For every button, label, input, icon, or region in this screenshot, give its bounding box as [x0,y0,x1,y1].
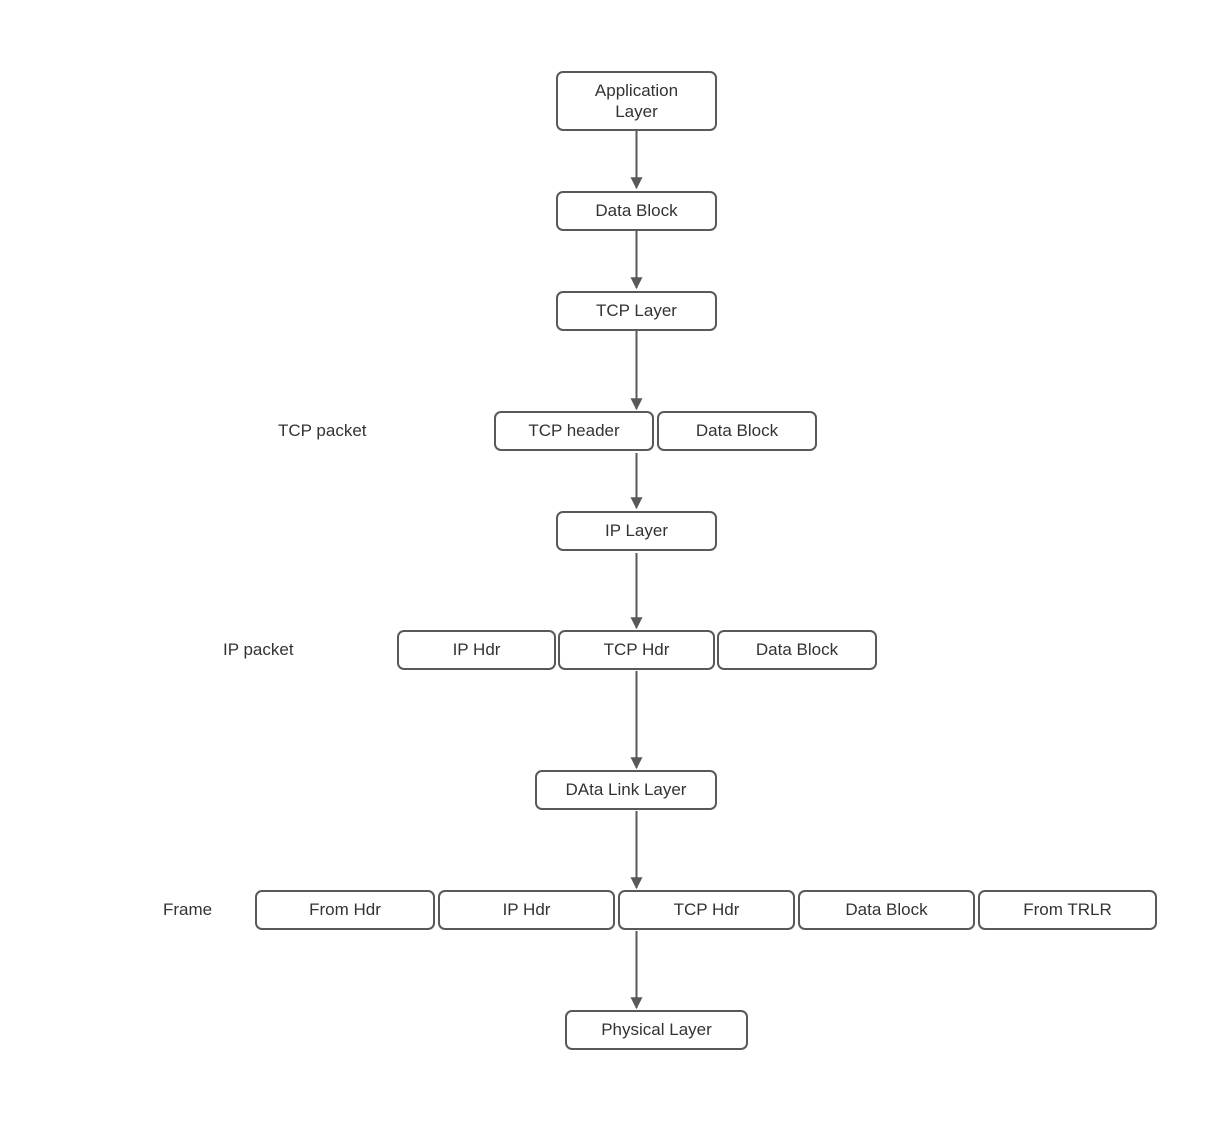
node-tcp-packet-data-block: Data Block [657,411,817,451]
node-tcp-layer: TCP Layer [556,291,717,331]
node-data-block: Data Block [556,191,717,231]
node-tcp-header: TCP header [494,411,654,451]
node-frame-from-trlr: From TRLR [978,890,1157,930]
node-frame-from-hdr: From Hdr [255,890,435,930]
row-label-ip-packet: IP packet [223,640,294,659]
node-frame-tcp-hdr: TCP Hdr [618,890,795,930]
node-frame-data-block: Data Block [798,890,975,930]
row-label-tcp-packet: TCP packet [278,421,367,440]
node-ip-layer: IP Layer [556,511,717,551]
node-ip-packet-data-block: Data Block [717,630,877,670]
row-label-frame: Frame [163,900,213,919]
node-physical-layer: Physical Layer [565,1010,748,1050]
node-frame-ip-hdr: IP Hdr [438,890,615,930]
node-application-layer: Application Layer [556,71,717,131]
node-ip-hdr: IP Hdr [397,630,556,670]
node-ip-packet-tcp-hdr: TCP Hdr [558,630,715,670]
node-data-link-layer: DAta Link Layer [535,770,717,810]
